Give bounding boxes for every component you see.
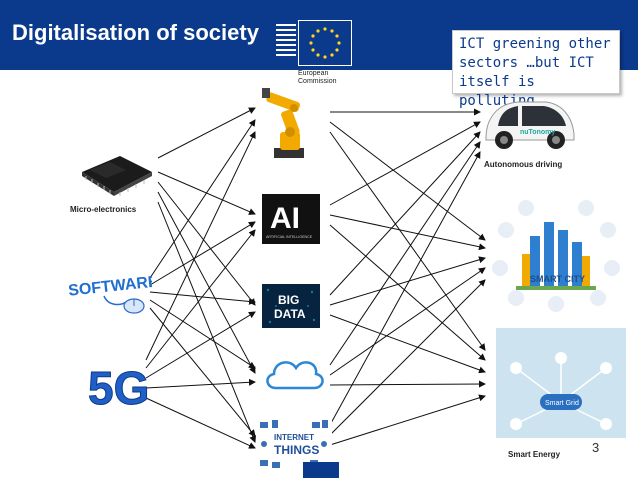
bottom-tab	[303, 462, 339, 478]
logo-lines	[276, 24, 296, 64]
smart-energy-node: Smart Grid	[496, 328, 626, 438]
arrow	[145, 229, 256, 369]
arrow	[145, 131, 256, 361]
arrow	[329, 131, 481, 296]
arrow	[149, 221, 256, 286]
iot-text2: THINGS	[274, 443, 319, 457]
right-node-label-smart-energy: Smart Energy	[508, 450, 561, 459]
big-data-text2: DATA	[274, 307, 306, 321]
callout-line2: sectors …but ICT	[459, 55, 594, 71]
arrow	[145, 397, 256, 449]
arrow	[157, 181, 256, 306]
micro-electronics-node	[76, 148, 158, 200]
chip-icon	[82, 156, 152, 196]
arrow	[329, 256, 486, 306]
5g-icon: 5G	[88, 362, 150, 415]
cloud-icon	[266, 361, 324, 390]
5g-node: 5G	[84, 356, 150, 415]
software-node: SOFTWARE	[64, 266, 160, 318]
ai-icon: AI ARTIFICIAL INTELLIGENCE	[266, 202, 313, 239]
arrow	[149, 307, 256, 437]
car-brand-text: nuTonomy	[520, 129, 555, 136]
big-data-text1: BIG	[278, 293, 299, 307]
left-node-label-micro-electronics: Micro-electronics	[70, 205, 137, 214]
arrow	[157, 107, 256, 159]
iot-text1: INTERNET	[274, 433, 314, 442]
arrow	[329, 380, 486, 388]
robot-arm-icon	[262, 88, 304, 158]
right-node-label-autonomous-driving: Autonomous driving	[484, 160, 563, 169]
logo-line1: European	[298, 70, 329, 77]
ai-subtext: ARTIFICIAL INTELLIGENCE	[266, 235, 313, 239]
arrow	[149, 299, 256, 369]
software-mouse-icon: SOFTWARE	[67, 273, 160, 314]
eu-flag-icon	[298, 20, 352, 66]
european-commission-logo: European Commission	[276, 20, 376, 88]
arrow	[329, 394, 486, 446]
logo-text: European Commission	[296, 70, 339, 86]
ai-text: AI	[270, 202, 300, 235]
arrow	[145, 378, 256, 389]
arrow	[329, 314, 486, 374]
slide-title: Digitalisation of society	[12, 20, 259, 45]
arrow	[157, 191, 256, 374]
5g-text: 5G	[88, 362, 148, 410]
autonomous-car-icon: nuTonomy	[485, 101, 575, 149]
cloud-node	[262, 350, 328, 394]
arrow	[329, 214, 486, 251]
robot-arm-node	[260, 82, 322, 162]
autonomous-car-node: nuTonomy	[482, 96, 578, 152]
smart-city-text: SMART CITY	[530, 274, 585, 284]
smart-grid-icon: Smart Grid	[496, 328, 626, 438]
arrow	[329, 267, 486, 376]
smart-grid-text: Smart Grid	[545, 400, 579, 407]
arrow	[145, 311, 256, 379]
page-number: 3	[592, 440, 600, 455]
smart-city-node: SMART CITY	[486, 196, 626, 314]
software-text: SOFTWARE	[67, 273, 152, 299]
arrow	[329, 131, 486, 351]
callout-line1: ICT greening other	[459, 36, 611, 52]
arrow	[157, 201, 256, 443]
callout-box: ICT greening other sectors …but ICT itse…	[452, 30, 620, 109]
arrow	[329, 224, 486, 361]
smart-city-icon: SMART CITY	[486, 196, 626, 314]
arrow	[329, 151, 481, 426]
ai-node: AI ARTIFICIAL INTELLIGENCE	[262, 194, 320, 244]
arrow	[329, 121, 481, 206]
big-data-icon: BIG DATA	[266, 288, 316, 324]
arrow	[329, 141, 481, 366]
logo-line2: Commission	[298, 78, 337, 85]
arrow	[149, 119, 256, 279]
big-data-node: BIG DATA	[262, 284, 320, 328]
arrow	[329, 279, 486, 436]
arrow	[329, 121, 486, 241]
